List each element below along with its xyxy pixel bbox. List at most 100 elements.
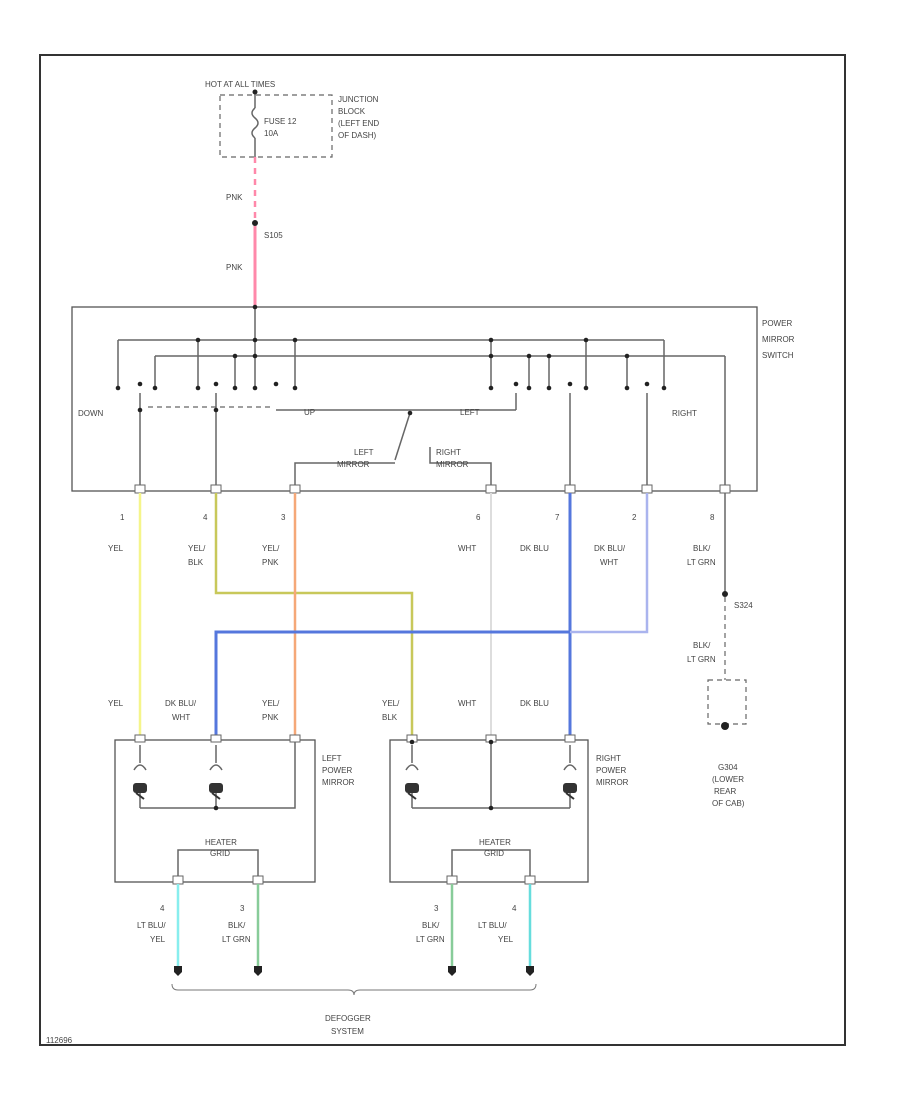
bottom-label-3b: LT GRN xyxy=(416,935,445,944)
junction-label-2: BLOCK xyxy=(338,107,366,116)
fuse-label-1: FUSE 12 xyxy=(264,117,297,126)
left-power-mirror-box xyxy=(114,739,316,883)
ground-wire-label-1: BLK/ xyxy=(693,641,711,650)
junction-label-4: OF DASH) xyxy=(338,131,377,140)
bottom-pin-3: 3 xyxy=(434,904,439,913)
switch-left-label: LEFT xyxy=(460,408,480,417)
bottom-label-1a: LT BLU/ xyxy=(137,921,166,930)
upper-label-dk-blu: DK BLU xyxy=(520,544,549,553)
fuse-label-2: 10A xyxy=(264,129,279,138)
right-mirror-name-1: RIGHT xyxy=(596,754,621,763)
right-mirror-wire-dk-blu: DK BLU xyxy=(520,699,549,708)
pin-3-label: 3 xyxy=(281,513,286,522)
splice-s105 xyxy=(252,220,258,226)
bottom-label-4b: YEL xyxy=(498,935,514,944)
switch-right-label: RIGHT xyxy=(672,409,697,418)
splice-s105-label: S105 xyxy=(264,231,283,240)
upper-label-yel-pnk-2: PNK xyxy=(262,558,279,567)
defogger-label-2: SYSTEM xyxy=(331,1027,364,1036)
left-heater-sub: GRID xyxy=(210,849,230,858)
ground-label-2: (LOWER xyxy=(712,775,744,784)
switch-name-1: POWER xyxy=(762,319,792,328)
switch-up-label: UP xyxy=(304,408,315,417)
pnk-label-top: PNK xyxy=(226,193,243,202)
wire-dk-blu-wht-a xyxy=(214,493,649,740)
pin-2-label: 2 xyxy=(632,513,637,522)
bottom-label-2a: BLK/ xyxy=(228,921,246,930)
switch-down-label: DOWN xyxy=(78,409,104,418)
ground-label-1: G304 xyxy=(718,763,738,772)
left-mirror-wire-yel-pnk-1: YEL/ xyxy=(262,699,280,708)
figure-id: 112696 xyxy=(46,1036,73,1045)
left-mirror-wire-yel-pnk-2: PNK xyxy=(262,713,279,722)
bottom-label-3a: BLK/ xyxy=(422,921,440,930)
ground-g304 xyxy=(721,722,729,730)
right-heater-sub: GRID xyxy=(484,849,504,858)
left-mirror-name-1: LEFT xyxy=(322,754,342,763)
upper-label-dk-blu-wht-2: WHT xyxy=(600,558,618,567)
fuse-symbol xyxy=(251,90,259,157)
upper-label-yel-pnk-1: YEL/ xyxy=(262,544,280,553)
pin-7-label: 7 xyxy=(555,513,560,522)
upper-label-yel-blk-1: YEL/ xyxy=(188,544,206,553)
ground-label-3: REAR xyxy=(714,787,736,796)
right-mirror-wire-yel-blk-1: YEL/ xyxy=(382,699,400,708)
switch-connector-pins xyxy=(134,484,731,494)
pin-8-label: 8 xyxy=(710,513,715,522)
left-mirror-select-2: MIRROR xyxy=(337,460,370,469)
defogger-brace xyxy=(171,983,537,996)
upper-label-blk-lt-grn-2: LT GRN xyxy=(687,558,716,567)
pin-4-label: 4 xyxy=(203,513,208,522)
right-motor-icon-1 xyxy=(405,783,419,800)
splice-s324-label: S324 xyxy=(734,601,753,610)
right-mirror-wire-yel-blk-2: BLK xyxy=(382,713,398,722)
bottom-label-1b: YEL xyxy=(150,935,166,944)
pin-1-label: 1 xyxy=(120,513,125,522)
ground-wire-label-2: LT GRN xyxy=(687,655,716,664)
switch-internal-bus xyxy=(117,307,726,489)
hot-at-all-times-label: HOT AT ALL TIMES xyxy=(205,80,275,89)
ground-label-4: OF CAB) xyxy=(712,799,745,808)
splice-s324 xyxy=(722,591,728,597)
upper-label-yel-blk-2: BLK xyxy=(188,558,204,567)
switch-name-3: SWITCH xyxy=(762,351,794,360)
bottom-label-2b: LT GRN xyxy=(222,935,251,944)
left-heater-grid: HEATER GRID xyxy=(172,838,264,885)
switch-contacts xyxy=(115,304,667,416)
bottom-label-4a: LT BLU/ xyxy=(478,921,507,930)
bottom-pin-2: 3 xyxy=(240,904,245,913)
right-motor-icon-2 xyxy=(563,783,577,800)
upper-label-wht: WHT xyxy=(458,544,476,553)
defogger-terminals xyxy=(174,966,534,976)
right-power-mirror-box xyxy=(389,739,589,883)
left-mirror-name-2: POWER xyxy=(322,766,352,775)
defogger-label-1: DEFOGGER xyxy=(325,1014,371,1023)
left-mirror-internal xyxy=(133,734,301,811)
upper-label-dk-blu-wht-1: DK BLU/ xyxy=(594,544,626,553)
right-mirror-select-1: RIGHT xyxy=(436,448,461,457)
left-mirror-select-1: LEFT xyxy=(354,448,374,457)
right-mirror-name-3: MIRROR xyxy=(596,778,629,787)
left-mirror-wire-dk-blu-wht-1: DK BLU/ xyxy=(165,699,197,708)
left-mirror-wire-dk-blu-wht-2: WHT xyxy=(172,713,190,722)
junction-label-3: (LEFT END xyxy=(338,119,379,128)
junction-block-box xyxy=(219,94,333,158)
left-heater-label: HEATER xyxy=(205,838,237,847)
left-motor-icon-1 xyxy=(133,783,147,800)
power-mirror-switch-box xyxy=(71,306,758,492)
bottom-pin-1: 4 xyxy=(160,904,165,913)
right-heater-label: HEATER xyxy=(479,838,511,847)
upper-label-blk-lt-grn-1: BLK/ xyxy=(693,544,711,553)
right-mirror-select-2: MIRROR xyxy=(436,460,469,469)
pin-6-label: 6 xyxy=(476,513,481,522)
upper-label-yel: YEL xyxy=(108,544,124,553)
wire-dk-blu-wht-b xyxy=(214,630,570,740)
right-mirror-internal xyxy=(405,734,577,811)
right-heater-grid: HEATER GRID xyxy=(446,838,536,885)
switch-name-2: MIRROR xyxy=(762,335,795,344)
left-mirror-name-3: MIRROR xyxy=(322,778,355,787)
right-mirror-wire-wht: WHT xyxy=(458,699,476,708)
pnk-label-mid: PNK xyxy=(226,263,243,272)
hot-terminal xyxy=(252,89,258,95)
